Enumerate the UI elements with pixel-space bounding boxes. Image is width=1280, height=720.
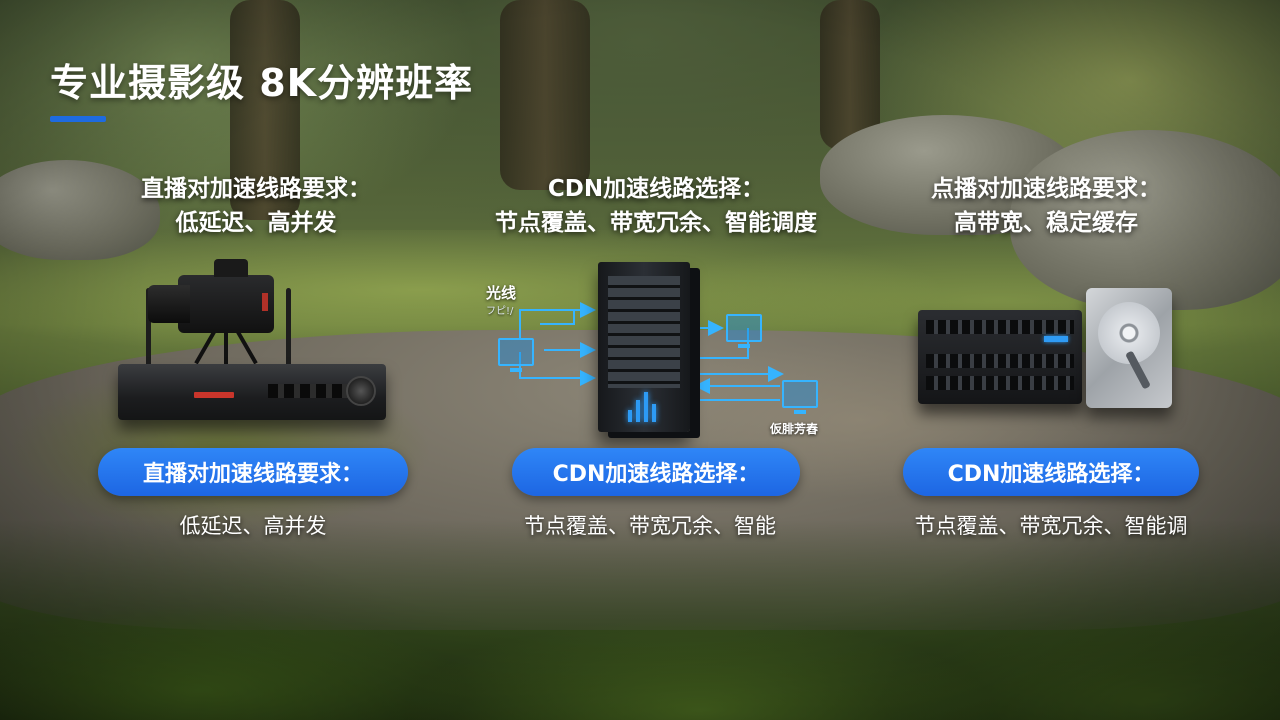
cdn-selection-detail: 节点覆盖、带宽冗余、智能调度 [495, 210, 817, 236]
tripod-leg [194, 327, 218, 365]
vod-requirement-detail: 高带宽、稳定缓存 [954, 210, 1138, 236]
fiber-label: 光线 [486, 284, 517, 302]
title-accent-bar [50, 116, 106, 122]
cdn-flow-arrows [519, 302, 784, 401]
background-rock [1010, 130, 1280, 310]
cdn-selection-pill[interactable]: CDN加速线路选择： [512, 448, 800, 496]
edge-monitor-icon [726, 314, 762, 348]
cdn-server-icon: 光线 フピ!/ 仮腓芳舂 [480, 262, 840, 436]
encoder-camera-icon [112, 255, 392, 430]
vod-description: 节点覆盖、带宽冗余、智能调 [914, 514, 1188, 538]
vod-requirement-caption: 点播对加速线路要求： 高带宽、稳定缓存 [896, 172, 1196, 240]
storage-hdd-icon [914, 286, 1184, 412]
foreground-grass [0, 520, 1280, 720]
signal-bars-icon [628, 392, 664, 422]
tree-trunk [500, 0, 590, 190]
cdn-selection-caption: CDN加速线路选择： 节点覆盖、带宽冗余、智能调度 [456, 172, 856, 240]
live-description: 低延迟、高并发 [179, 514, 327, 538]
camera-icon [148, 259, 274, 333]
tree-trunk [820, 0, 880, 150]
live-requirement-pill[interactable]: 直播对加速线路要求： [98, 448, 408, 496]
server-label: 仮腓芳舂 [770, 422, 819, 436]
antenna [146, 288, 151, 370]
live-requirement-title: 直播对加速线路要求： [141, 176, 371, 202]
live-requirement-detail: 低延迟、高并发 [175, 210, 337, 236]
slide-title: 专业摄影级 8K分辨班率 [50, 61, 474, 105]
fiber-sublabel: フピ!/ [486, 306, 514, 317]
background-rock [0, 160, 160, 260]
tripod-leg [224, 326, 228, 366]
antenna [286, 288, 291, 370]
tree-trunk [230, 0, 300, 220]
hard-disk-icon [1086, 288, 1172, 408]
cdn-description: 节点覆盖、带宽冗余、智能 [524, 514, 776, 538]
vod-selection-pill[interactable]: CDN加速线路选择： [903, 448, 1199, 496]
live-requirement-caption: 直播对加速线路要求： 低延迟、高并发 [116, 172, 396, 240]
vod-requirement-title: 点播对加速线路要求： [931, 176, 1161, 202]
encoder-box [118, 364, 386, 420]
cdn-selection-title: CDN加速线路选择： [547, 176, 765, 202]
tripod-leg [234, 327, 258, 365]
rack-server [598, 262, 690, 432]
client-monitor-icon [498, 338, 534, 372]
storage-server-box [918, 310, 1082, 404]
edge-monitor-icon [782, 380, 818, 414]
